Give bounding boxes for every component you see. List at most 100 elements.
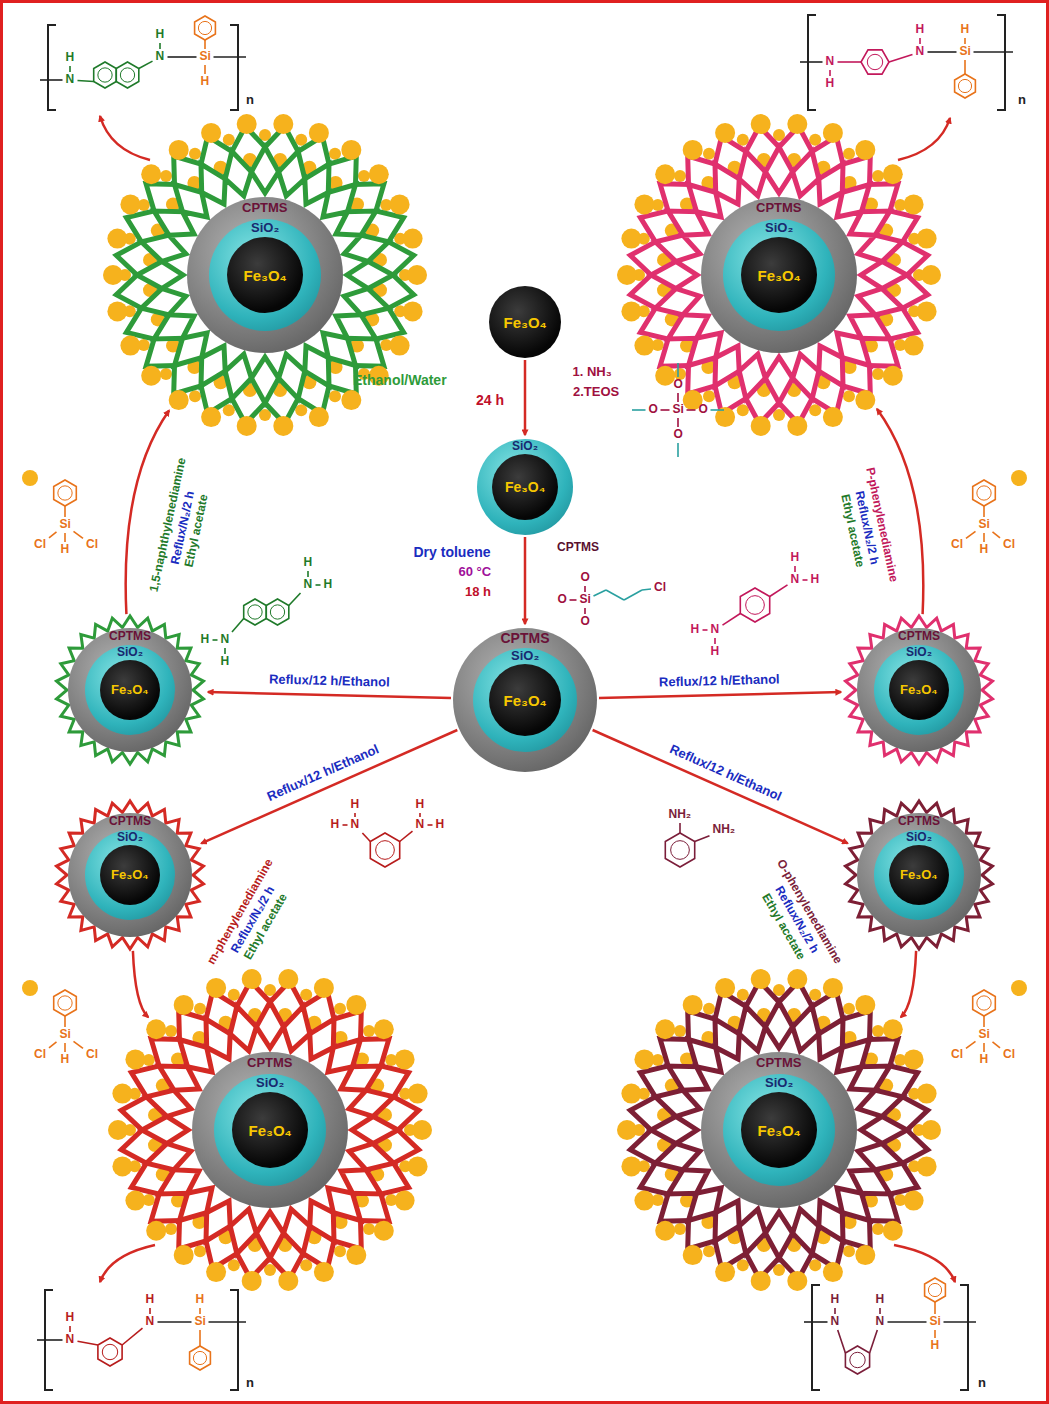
aromatic-ring <box>195 16 216 40</box>
aromatic-ring <box>190 1346 211 1370</box>
polymer-bead <box>278 1271 298 1291</box>
zigzag-shell <box>162 172 368 378</box>
polymer-bead <box>917 301 937 321</box>
silica-shell: SiO₂Fe₃O₄ <box>723 219 835 331</box>
chemical-label: N <box>156 50 165 64</box>
chemical-bond <box>74 1041 84 1048</box>
chemical-label: NH₂ <box>669 808 692 822</box>
silane-shell: CPTMSSiO₂Fe₃O₄ <box>192 1052 348 1208</box>
layer-label: SiO₂ <box>906 646 932 660</box>
polymer-bead <box>395 1191 415 1211</box>
polymer-bead <box>112 1084 132 1104</box>
polymer-bead <box>823 123 843 143</box>
chemical-bond <box>966 1041 976 1048</box>
chemical-bond <box>642 589 651 590</box>
polymer-bead <box>169 390 189 410</box>
chemical-label: Cl <box>1003 538 1015 552</box>
polymer-bead <box>390 194 410 214</box>
polymer-bead <box>403 301 423 321</box>
chemical-label: Si <box>195 1315 206 1329</box>
chemical-label: CPTMS <box>557 541 599 555</box>
aromatic-ring <box>54 990 77 1016</box>
layer-label: CPTMS <box>109 630 151 644</box>
polymer-bead <box>165 1223 177 1235</box>
chemical-label: N <box>876 1315 885 1329</box>
chemical-bond <box>168 56 197 58</box>
chemical-bond <box>122 1328 142 1345</box>
polymer-bead <box>751 114 771 134</box>
polymer-bead <box>125 1049 145 1069</box>
reaction-arrow <box>201 730 457 843</box>
polymer-bead <box>201 407 221 427</box>
aromatic-ring <box>955 74 976 98</box>
polymer-bead <box>120 336 140 356</box>
aromatic-ring <box>977 486 991 500</box>
polymer-bead <box>194 1003 206 1015</box>
chemical-bond <box>214 56 247 58</box>
chemical-label: H <box>711 645 720 659</box>
polymer-bead <box>917 1156 937 1176</box>
polymer-bead <box>921 265 941 285</box>
silica-shell: SiO₂Fe₃O₄ <box>874 830 964 920</box>
chemical-label: N <box>416 818 425 832</box>
reaction-arrow <box>593 730 848 843</box>
zigzag-shell <box>57 801 204 949</box>
silica-shell: SiO₂Fe₃O₄ <box>214 1074 326 1186</box>
chemical-bond <box>804 1321 828 1323</box>
zigzag-shell <box>676 172 882 378</box>
polymer-bead <box>634 1191 654 1211</box>
chemical-label: Si <box>200 50 211 64</box>
product-arrow <box>100 116 150 160</box>
polymer-bead <box>855 140 875 160</box>
chemical-bond <box>919 38 921 44</box>
layer-label: SiO₂ <box>511 649 539 664</box>
chemical-bond <box>224 648 226 654</box>
polymer-bead <box>855 995 875 1015</box>
chemical-label: H <box>961 23 970 37</box>
polymer-bead <box>883 1019 903 1039</box>
chemical-label: Cl <box>34 1048 46 1062</box>
polymer-bead <box>843 390 855 402</box>
magnetite-core: Fe₃O₄ <box>227 237 303 313</box>
polymer-bead <box>146 1221 166 1241</box>
polymer-bead <box>341 140 361 160</box>
chemical-bond <box>204 65 206 74</box>
polymer-bead <box>904 194 924 214</box>
chemical-label: O <box>581 615 590 629</box>
chemical-bond <box>400 831 413 841</box>
chemical-label: H <box>980 543 989 557</box>
chemical-bond <box>993 532 1001 538</box>
polymer-bracket <box>960 1285 968 1390</box>
reaction-arrow <box>524 537 527 624</box>
polymer-bead <box>621 1084 641 1104</box>
chemical-label: N <box>791 573 800 587</box>
chemical-bond <box>199 1330 201 1346</box>
chemical-bond <box>703 629 708 631</box>
chemical-label: H <box>436 818 445 832</box>
polymer-bead <box>329 148 341 160</box>
layer-label: Fe₃O₄ <box>758 267 801 284</box>
polymer-bead <box>408 1084 428 1104</box>
aromatic-ring <box>102 1344 117 1359</box>
product-arrow <box>100 1245 155 1282</box>
chemical-bond <box>723 614 741 626</box>
aromatic-ring <box>861 50 889 74</box>
chemical-bond <box>687 409 696 411</box>
polymer-bead <box>621 1156 641 1176</box>
polymer-bead <box>169 140 189 160</box>
polymer-bead <box>904 336 924 356</box>
polymer-bead <box>787 416 807 436</box>
chemical-label: O <box>674 428 683 442</box>
polymer-bead <box>120 194 140 214</box>
layer-label: Fe₃O₄ <box>504 314 547 331</box>
reaction-arrow <box>599 692 841 698</box>
chemical-label: H <box>931 1339 940 1353</box>
product-arrow <box>898 118 950 160</box>
chemical-bond <box>213 639 218 641</box>
layer-label: SiO₂ <box>906 831 932 845</box>
chemical-label: Cl <box>86 538 98 552</box>
chemical-bond <box>159 43 161 49</box>
chemical-bond <box>993 1042 1001 1048</box>
layer-label: Fe₃O₄ <box>111 683 149 698</box>
